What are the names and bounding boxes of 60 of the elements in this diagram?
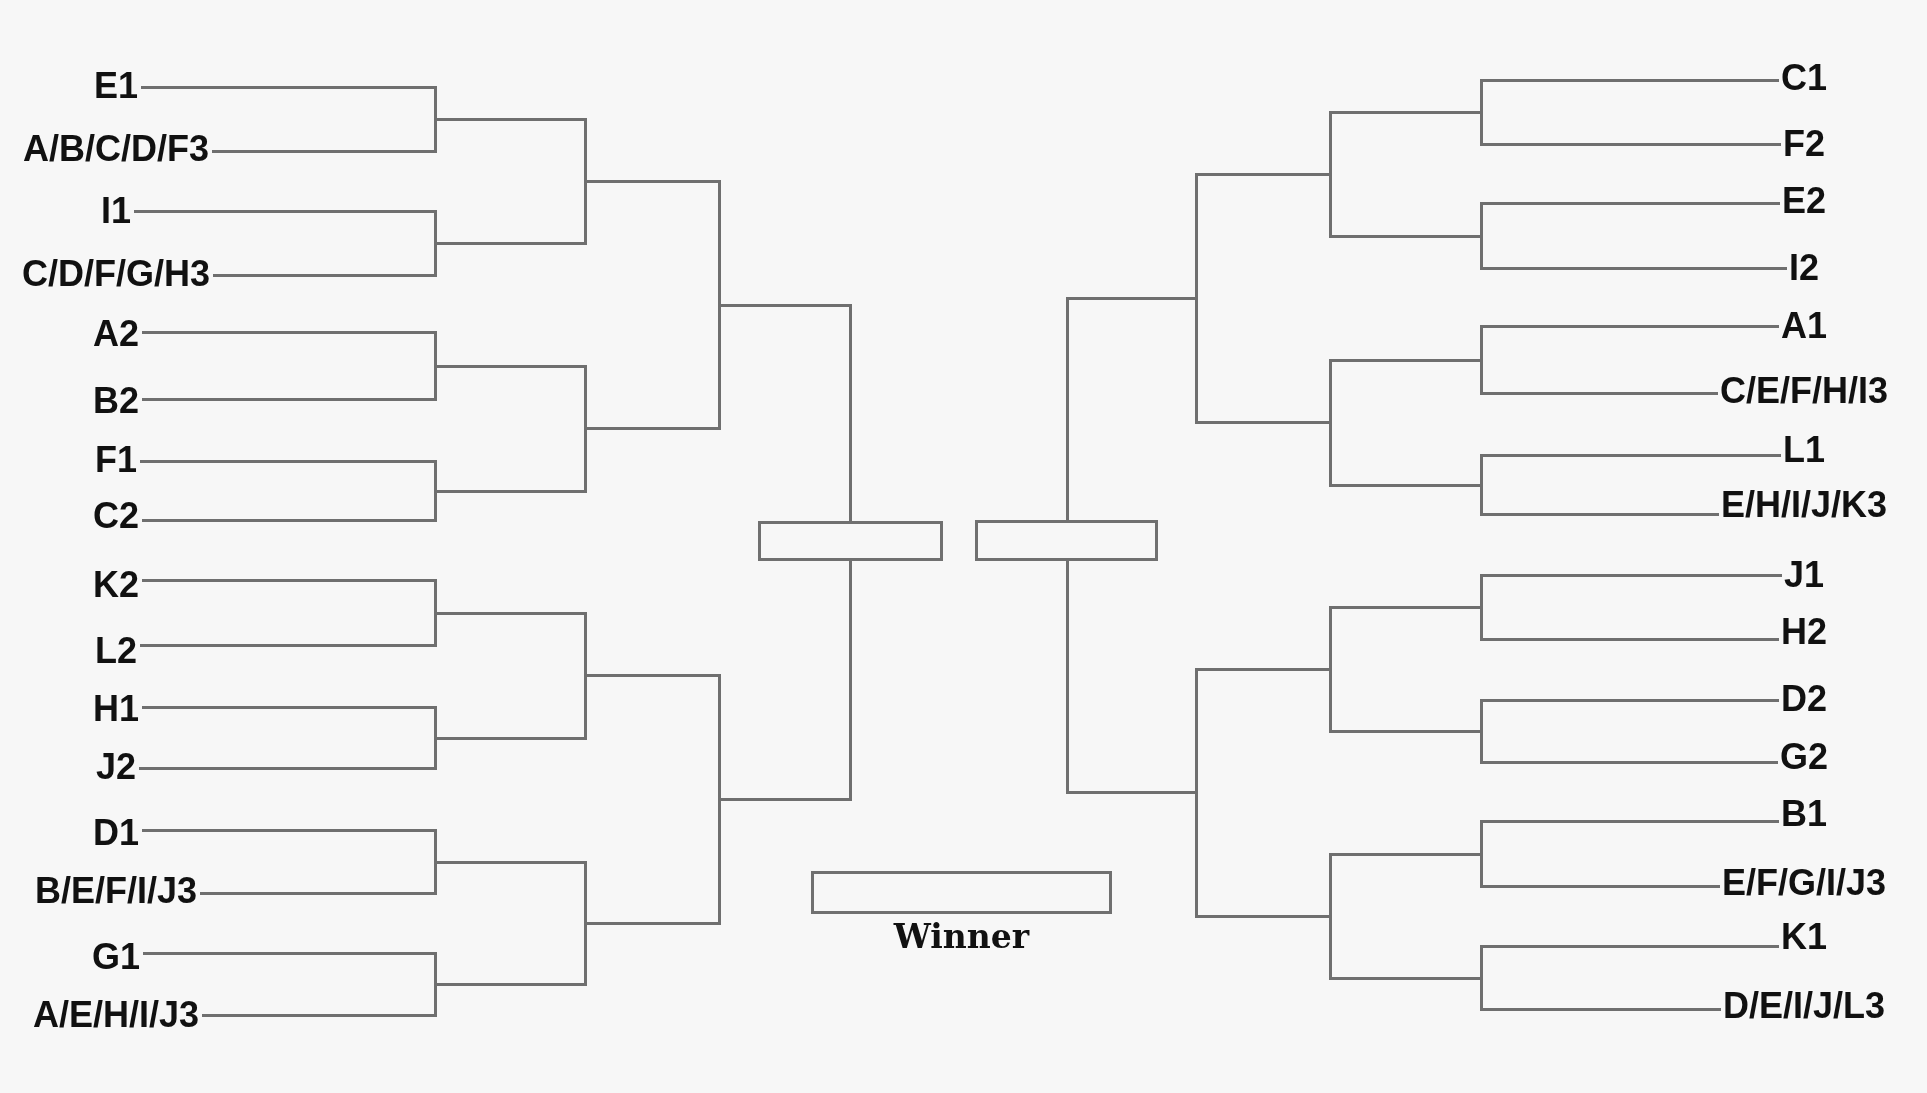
seed-label: H1 [93,688,139,730]
seed-label: C/E/F/H/I3 [1720,370,1888,412]
seed-label: I2 [1789,247,1819,289]
bracket-line [140,85,437,121]
bracket-line [1328,852,1483,918]
slot-box [811,871,1112,914]
bracket-line [1479,78,1779,114]
bracket-line [139,459,437,493]
slot-box [975,520,1158,561]
bracket-line [142,951,437,986]
bracket-line [141,330,437,368]
bracket-line [1479,201,1780,238]
bracket-line [1479,453,1781,487]
seed-label: D/E/I/J/L3 [1722,985,1886,1027]
seed-label: L1 [1783,429,1825,471]
seed-label: A/E/H/I/J3 [32,994,200,1036]
bracket-line [1479,573,1782,609]
bracket-line [1328,358,1483,424]
seed-label: K2 [93,564,139,606]
slot-box [758,521,943,561]
bracket-line [1328,605,1483,671]
bracket-line [1479,819,1779,856]
seed-label: J2 [96,746,136,788]
seed-label: L2 [95,630,137,672]
seed-label: D2 [1781,678,1827,720]
bracket-line [133,209,437,245]
seed-label: A/B/C/D/F3 [23,128,209,170]
seed-label: F1 [95,439,137,481]
bracket-line [1194,172,1332,300]
seed-label: E1 [94,65,138,107]
seed-label: I1 [101,190,131,232]
bracket-line [141,578,437,615]
bracket-line [1328,110,1483,176]
seed-label: C2 [93,495,139,537]
bracket-line [141,705,437,740]
seed-label: E/F/G/I/J3 [1721,862,1887,904]
bracket-line [1479,324,1779,362]
seed-label: B/E/F/I/J3 [34,870,198,912]
seed-label: A2 [93,313,139,355]
bracket-line [1479,944,1779,980]
seed-label: B1 [1781,793,1827,835]
seed-label: G1 [92,936,140,978]
seed-label: E2 [1782,180,1826,222]
seed-label: E/H/I/J/K3 [1720,484,1888,526]
bracket-line [1065,559,1198,794]
seed-label: C1 [1781,57,1827,99]
bracket-line [1479,698,1779,733]
seed-label: B2 [93,380,139,422]
seed-label: D1 [93,812,139,854]
seed-label: F2 [1783,123,1825,165]
bracket-line [141,828,437,864]
bracket-line [1194,667,1332,794]
seed-label: A1 [1781,305,1827,347]
box-caption: Winner [893,920,1030,955]
bracket-line [1065,296,1198,522]
seed-label: C/D/F/G/H3 [22,253,210,295]
seed-label: J1 [1784,554,1824,596]
seed-label: G2 [1780,736,1828,778]
seed-label: K1 [1781,916,1827,958]
seed-label: H2 [1781,611,1827,653]
